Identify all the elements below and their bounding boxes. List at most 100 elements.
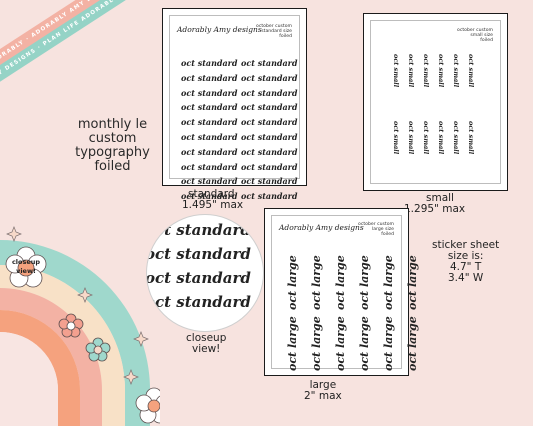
title-line-4: foiled: [94, 159, 131, 174]
sticker-word: oct standard: [241, 87, 298, 98]
title-line-2: custom: [88, 131, 137, 146]
sticker-word: oct small: [452, 121, 460, 155]
large-meta-line-3: foiled: [381, 232, 394, 237]
sticker-word: oct large: [310, 255, 323, 310]
standard-caption: standard 1.495" max: [182, 189, 243, 211]
sticker-word: oct standard: [241, 146, 298, 157]
small-sheet-meta: october custom small size foiled: [457, 28, 493, 43]
sticker-word: oct small: [392, 121, 400, 155]
sticker-word: oct standard: [181, 146, 238, 157]
sticker-word: oct standard: [181, 72, 238, 83]
sticker-word: oct small: [392, 54, 400, 88]
sticker-word: oct standard: [146, 245, 251, 263]
sticker-word: oct standard: [241, 58, 298, 68]
flower-view-text: view!: [16, 267, 36, 275]
large-caption-size: 2" max: [304, 390, 342, 402]
closeup-bubble: oct standard oct standard oct standard oct …: [146, 214, 264, 332]
sticker-word: oct small: [437, 121, 445, 155]
size-info-line-4: 3.4" W: [448, 272, 484, 284]
standard-caption-name: standard: [188, 188, 235, 200]
sticker-word: oct standard: [146, 293, 251, 311]
large-caption-name: large: [309, 379, 337, 391]
sticker-word: oct standard: [241, 131, 298, 142]
small-caption: small 1.295" max: [404, 193, 465, 215]
sticker-word: oct small: [467, 121, 475, 155]
sheet-size-info: sticker sheet size is: 4.7" T 3.4" W: [432, 240, 499, 284]
small-meta-line-2: small size: [470, 33, 493, 38]
small-sticker-grid: oct small oct small oct small oct small oct …: [384, 54, 475, 188]
size-info-line-1: sticker sheet: [432, 239, 500, 251]
closeup-caption-line-1: closeup: [186, 332, 227, 344]
large-brand-logo: Adorably Amy designs: [279, 223, 364, 232]
sticker-word: oct standard: [241, 176, 298, 187]
sticker-word: oct standard: [181, 191, 238, 202]
large-sheet-meta: october custom large size foiled: [358, 222, 394, 237]
standard-sheet-border: [169, 15, 300, 179]
sticker-word: oct standard: [181, 176, 238, 187]
sticker-word: oct standard: [181, 131, 238, 142]
standard-sheet: Adorably Amy designs october custom stan…: [162, 8, 307, 200]
small-sheet-border: [370, 20, 501, 184]
sticker-word: oct small: [467, 54, 475, 88]
small-caption-size: 1.295" max: [404, 203, 466, 215]
sticker-word: oct large: [406, 316, 419, 371]
title-line-1: monthly le: [77, 117, 148, 132]
sticker-word: oct large: [358, 255, 371, 310]
sticker-word: oct standard: [146, 269, 251, 287]
sticker-word: oct standard: [241, 102, 298, 113]
size-info-line-3: 4.7" T: [449, 261, 482, 273]
sticker-word: oct large: [358, 316, 371, 371]
size-info-line-2: size is:: [447, 250, 484, 262]
standard-meta-line-2: standard size: [261, 29, 292, 34]
sticker-word: oct small: [407, 54, 415, 88]
sticker-word: oct large: [286, 316, 299, 371]
sticker-word: oct standard: [241, 117, 298, 128]
sticker-word: oct small: [422, 54, 430, 88]
large-sticker-grid: oct large oct large oct large oct large oct …: [286, 252, 431, 371]
large-meta-line-1: october custom: [358, 222, 394, 227]
standard-brand-logo: Adorably Amy designs: [177, 25, 262, 34]
sticker-word: oct large: [286, 255, 299, 310]
flower-closeup-text: closeup: [12, 258, 40, 266]
closeup-caption-line-2: view!: [191, 343, 221, 355]
standard-sheet-meta: october custom standard size foiled: [256, 24, 292, 39]
standard-meta-line-3: foiled: [279, 34, 292, 39]
sticker-word: oct small: [407, 121, 415, 155]
large-caption: large 2" max: [304, 380, 342, 402]
sticker-word: oct small: [422, 121, 430, 155]
sticker-word: oct small: [437, 54, 445, 88]
sticker-word: oct large: [310, 316, 323, 371]
closeup-caption: closeup view!: [186, 333, 226, 355]
sticker-word: oct standard: [181, 161, 238, 172]
sticker-word: oct large: [334, 255, 347, 310]
large-sheet-border: [271, 215, 402, 369]
sticker-word: oct standard: [241, 161, 298, 172]
sticker-word: oct standard: [181, 58, 238, 68]
title-line-3: typography: [75, 145, 150, 160]
sticker-word: oct standard: [146, 221, 251, 239]
sticker-word: oct standard: [241, 72, 298, 83]
sticker-word: oct standard: [241, 191, 298, 202]
closeup-rows: oct standard oct standard oct standard oct …: [146, 221, 251, 319]
flower-icon: [5, 246, 160, 424]
rainbow-illustration: closeup view!: [0, 226, 160, 426]
sticker-word: oct standard: [181, 102, 238, 113]
small-meta-line-1: october custom: [457, 28, 493, 33]
standard-caption-size: 1.495" max: [182, 199, 244, 211]
small-caption-name: small: [426, 192, 454, 204]
small-meta-line-3: foiled: [480, 38, 493, 43]
small-sheet: october custom small size foiled oct sma…: [363, 13, 508, 191]
sticker-word: oct large: [406, 255, 419, 310]
sticker-word: oct standard: [181, 117, 238, 128]
product-title: monthly le custom typography foiled: [60, 118, 165, 174]
sticker-word: oct standard: [181, 87, 238, 98]
large-meta-line-2: large size: [371, 227, 394, 232]
sticker-word: oct small: [452, 54, 460, 88]
standard-meta-line-1: october custom: [256, 24, 292, 29]
sticker-word: oct large: [382, 316, 395, 371]
large-sheet: Adorably Amy designs october custom larg…: [264, 208, 419, 376]
sticker-word: oct large: [334, 316, 347, 371]
sparkle-icon: [6, 226, 149, 385]
sticker-word: oct large: [382, 255, 395, 310]
